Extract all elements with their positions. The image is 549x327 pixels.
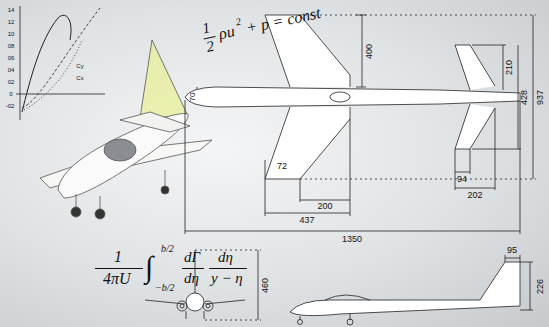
- formula-term: dη: [218, 250, 233, 265]
- formula-term: ρu: [217, 23, 236, 42]
- axis-tick: 12: [8, 19, 15, 25]
- formula-term: dΓ: [184, 250, 200, 265]
- aircraft-render: [40, 40, 212, 219]
- lifting-line-formula: 14πU∫b/2−b/2dΓdηdηy − η: [85, 248, 255, 294]
- dimension-value: 70: [189, 93, 197, 102]
- axis-tick: 10: [8, 31, 15, 37]
- front-view: [145, 250, 261, 320]
- axis-tick: -02: [6, 103, 15, 109]
- axis-tick: Cy: [76, 63, 83, 69]
- dimension-value: 937: [537, 89, 546, 104]
- dimension-value: 226: [537, 278, 546, 293]
- axis-tick: 06: [8, 55, 15, 61]
- axis-tick: 0: [9, 91, 12, 97]
- plan-view: [185, 15, 536, 234]
- dimension-value: 200: [317, 202, 332, 211]
- formula-term: 2: [235, 17, 242, 28]
- side-view: [290, 255, 533, 325]
- fraction-line: [182, 268, 204, 269]
- formula-term: 2: [205, 39, 215, 55]
- formula-term: 4πU: [103, 271, 131, 287]
- fraction-line: [209, 268, 247, 269]
- dimension-value: 437: [299, 216, 314, 225]
- formula-term: y − η: [211, 271, 243, 286]
- formula-term: 1: [201, 20, 211, 36]
- axis-tick: 08: [8, 43, 15, 49]
- dimension-value: 94: [457, 175, 467, 184]
- formula-term: 1: [114, 249, 122, 265]
- formula-term: dη: [184, 271, 199, 286]
- formula-term: −b/2: [155, 283, 175, 293]
- dimension-value: 1350: [342, 235, 362, 244]
- dimension-value: 72: [277, 162, 287, 171]
- fraction-line: [95, 268, 143, 269]
- axis-tick: Cx: [76, 75, 83, 81]
- axis-tick: 02: [8, 79, 15, 85]
- axis-tick: 04: [8, 67, 15, 73]
- formula-term: + p = const: [245, 5, 322, 36]
- axis-tick: 14: [8, 7, 15, 13]
- dimension-value: 460: [262, 277, 271, 292]
- dimension-value: 95: [507, 246, 517, 255]
- dimension-value: 202: [467, 191, 482, 200]
- formula-term: b/2: [161, 244, 174, 254]
- dimension-value: 210: [506, 59, 515, 74]
- dimension-value: 428: [521, 89, 530, 104]
- formula-term: ∫: [145, 252, 153, 282]
- polar-chart: [16, 6, 105, 120]
- dimension-value: 400: [366, 43, 375, 58]
